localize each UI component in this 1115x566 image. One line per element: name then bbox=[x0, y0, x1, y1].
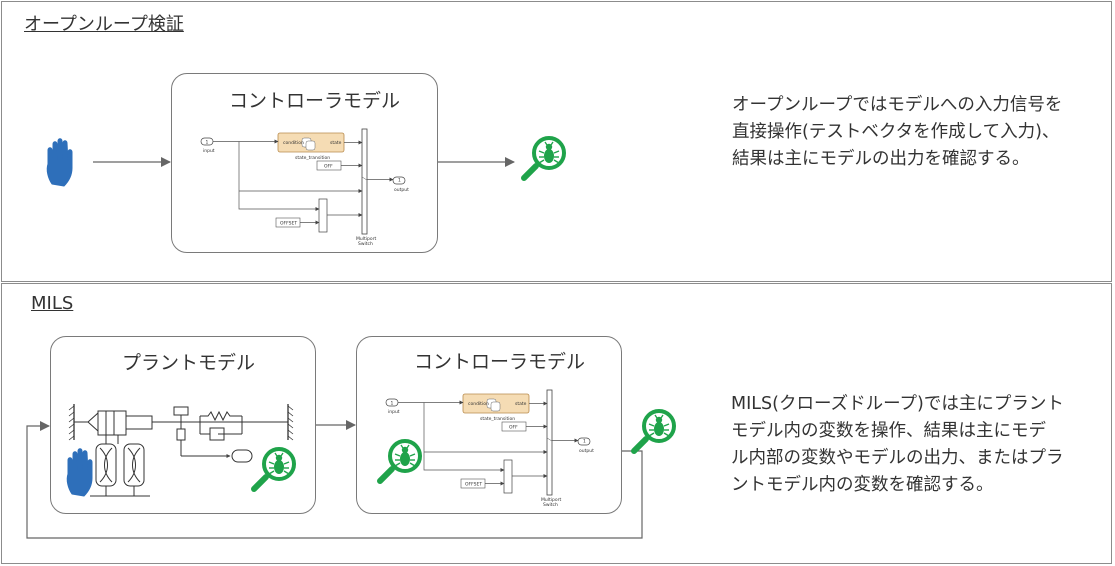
outport-label-bottom: output bbox=[579, 448, 594, 454]
switch-label-1-top: Multiport bbox=[356, 236, 376, 242]
bug-magnifier-icon bbox=[524, 138, 564, 178]
bug-magnifier-icon bbox=[254, 449, 294, 489]
outport-number-bottom: 1 bbox=[583, 439, 586, 445]
controller-model-title-top: コントローラモデル bbox=[229, 90, 401, 112]
controller-model-box-top bbox=[171, 73, 438, 253]
switch-label-2-top: Switch bbox=[358, 241, 373, 247]
chart-output-label-top: state bbox=[330, 140, 342, 146]
off-constant-bottom: OFF bbox=[509, 425, 518, 431]
mils-description-line-4: ントモデル内の変数を確認する。 bbox=[731, 475, 994, 495]
chart-output-label-bottom: state bbox=[515, 401, 527, 407]
offset-constant-bottom: OFFSET bbox=[465, 482, 482, 488]
outport-label-top: output bbox=[394, 187, 409, 193]
bug-magnifier-icon bbox=[634, 411, 674, 451]
open-loop-title: オープンループ検証 bbox=[24, 14, 184, 35]
mils-description: MILS(クローズドループ)では主にプラント モデル内の変数を操作、結果は主にモ… bbox=[731, 391, 1064, 499]
chart-input-label-bottom: condition bbox=[468, 401, 489, 407]
mils-description-line-3: ル内部の変数やモデルの出力、またはプラ bbox=[731, 448, 1064, 468]
controller-model-box-bottom bbox=[356, 336, 622, 514]
switch-label-1-bottom: Multiport bbox=[541, 497, 561, 503]
plant-model-box bbox=[50, 336, 316, 514]
chart-input-label-top: condition bbox=[283, 140, 304, 146]
bug-magnifier-icon bbox=[380, 441, 420, 481]
controller-model-title-bottom: コントローラモデル bbox=[414, 351, 586, 373]
plant-model-title: プラントモデル bbox=[122, 352, 256, 374]
mils-description-line-2: モデル内の変数を操作、結果は主にモデ bbox=[731, 421, 1046, 441]
mils-description-line-1: MILS(クローズドループ)では主にプラント bbox=[731, 394, 1064, 414]
outport-number-top: 1 bbox=[398, 178, 401, 184]
offset-constant-top: OFFSET bbox=[280, 221, 297, 227]
hand-icon bbox=[46, 138, 73, 187]
inport-label-top: input bbox=[203, 148, 215, 154]
inport-number-bottom: 1 bbox=[391, 401, 394, 407]
switch-label-2-bottom: Switch bbox=[543, 502, 558, 508]
inport-number-top: 1 bbox=[206, 140, 209, 146]
open-loop-description: オープンループではモデルへの入力信号を 直接操作(テストベクタを作成して入力)、… bbox=[732, 92, 1062, 173]
chart-name-top: state_transition bbox=[295, 155, 330, 161]
controller-diagram-bottom: input 1 condition state state_transition… bbox=[386, 390, 594, 508]
hand-icon bbox=[66, 448, 93, 497]
inport-label-bottom: input bbox=[388, 409, 400, 415]
mils-title: MILS bbox=[31, 293, 74, 314]
open-loop-description-line-2: 直接操作(テストベクタを作成して入力)、 bbox=[732, 122, 1060, 142]
feedback-loop bbox=[26, 421, 643, 539]
off-constant-top: OFF bbox=[324, 164, 333, 170]
open-loop-description-line-1: オープンループではモデルへの入力信号を bbox=[732, 95, 1063, 115]
controller-diagram-top: input 1 condition state state_transition… bbox=[201, 129, 409, 247]
open-loop-description-line-3: 結果は主にモデルの出力を確認する。 bbox=[732, 149, 1030, 169]
chart-name-bottom: state_transition bbox=[480, 416, 515, 422]
